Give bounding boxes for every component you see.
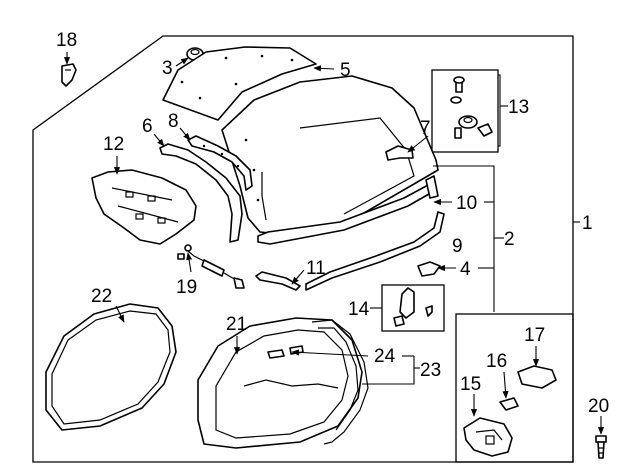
hardware-kit-box (431, 69, 499, 153)
callout-9: 9 (452, 236, 463, 257)
weatherstrip-part-6 (159, 143, 243, 243)
side-rail-part-8 (187, 135, 253, 191)
hardware-kit-part-13 (450, 76, 493, 139)
callout-20: 20 (588, 396, 609, 417)
callout-6: 6 (142, 116, 153, 137)
callout-1: 1 (582, 213, 593, 234)
callout-22: 22 (91, 286, 112, 307)
callout-15: 15 (460, 374, 481, 395)
callout-16: 16 (486, 351, 507, 372)
callout-5: 5 (340, 60, 351, 81)
callout-3: 3 (162, 58, 173, 79)
callout-7: 7 (420, 118, 431, 139)
callout-10: 10 (456, 193, 477, 214)
cable-part-19 (177, 244, 245, 289)
clip-part-16 (499, 397, 519, 411)
callout-23: 23 (420, 360, 441, 381)
clip-part-18 (61, 63, 77, 87)
bracket-part-4 (417, 261, 441, 277)
latch-cover-part-17 (517, 365, 557, 389)
latch-kit-box (455, 313, 574, 463)
lower-seal-part-9 (305, 211, 445, 291)
liner-panel-part-12 (91, 169, 197, 245)
callout-14: 14 (348, 299, 370, 320)
callout-8: 8 (168, 111, 179, 132)
callout-17: 17 (524, 325, 545, 346)
bracket-kit-part-14 (393, 287, 433, 327)
callout-2: 2 (504, 229, 515, 250)
window-frame-part-23 (311, 319, 369, 445)
molding-part-11 (255, 271, 301, 291)
headliner-pad-part-5 (162, 46, 317, 121)
latch-part-15 (463, 417, 513, 457)
callout-11: 11 (306, 258, 326, 279)
callout-18: 18 (56, 30, 77, 51)
assembly-frame (32, 35, 574, 463)
callout-4: 4 (460, 259, 471, 280)
handle-part-7 (385, 145, 414, 161)
seal-part-22 (45, 303, 177, 431)
callout-12: 12 (103, 134, 124, 155)
leader-lines (63, 52, 605, 435)
callout-19: 19 (176, 277, 197, 298)
callout-13: 13 (508, 97, 529, 118)
callout-24: 24 (374, 346, 396, 367)
bolt-part-20 (595, 435, 607, 459)
callout-21: 21 (226, 314, 247, 335)
trim-strip-part-10 (257, 175, 439, 245)
